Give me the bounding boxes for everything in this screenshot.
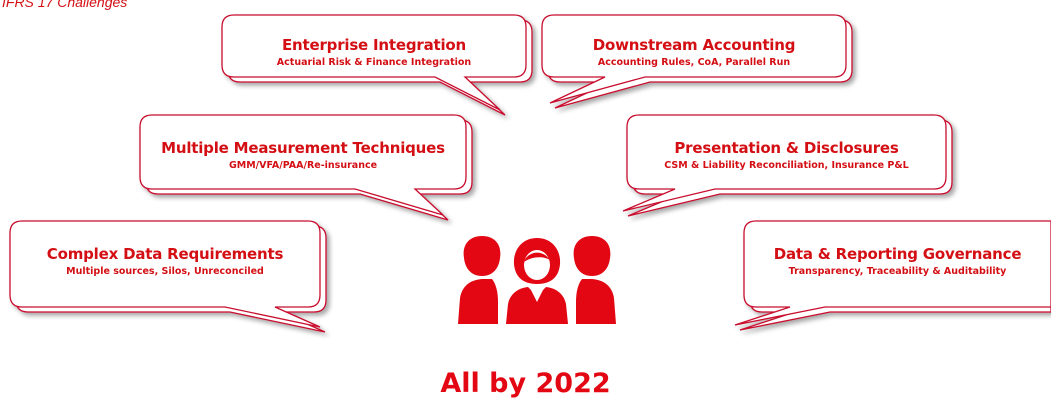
bubble-subtitle: Multiple sources, Silos, Unreconciled	[66, 266, 264, 277]
bubble-subtitle: CSM & Liability Reconciliation, Insuranc…	[664, 160, 909, 171]
page-title: IFRS 17 Challenges	[2, 0, 128, 10]
bubble-title: Presentation & Disclosures	[674, 139, 899, 157]
bubble-subtitle: GMM/VFA/PAA/Re-insurance	[228, 160, 378, 171]
bubble-title: Enterprise Integration	[281, 36, 467, 54]
bubble-subtitle: Transparency, Traceability & Auditabilit…	[788, 266, 1007, 277]
bubble-title: Multiple Measurement Techniques	[161, 139, 445, 157]
bubble-governance: Data & Reporting Governance Transparency…	[744, 245, 1051, 277]
bubble-presentation-disclosures: Presentation & Disclosures CSM & Liabili…	[627, 139, 946, 171]
bubble-subtitle: Accounting Rules, CoA, Parallel Run	[597, 57, 791, 68]
bubble-subtitle: Actuarial Risk & Finance Integration	[276, 57, 472, 68]
bubble-downstream-accounting: Downstream Accounting Accounting Rules, …	[542, 36, 846, 68]
bubble-title: Complex Data Requirements	[46, 245, 284, 263]
bubble-title: Data & Reporting Governance	[773, 245, 1022, 263]
bubble-enterprise-integration: Enterprise Integration Actuarial Risk & …	[222, 36, 526, 68]
footer-deadline: All by 2022	[440, 368, 611, 399]
bubble-measurement-techniques: Multiple Measurement Techniques GMM/VFA/…	[140, 139, 466, 171]
people-group-icon	[458, 236, 616, 324]
bubble-complex-data: Complex Data Requirements Multiple sourc…	[10, 245, 320, 277]
bubble-title: Downstream Accounting	[592, 36, 796, 54]
